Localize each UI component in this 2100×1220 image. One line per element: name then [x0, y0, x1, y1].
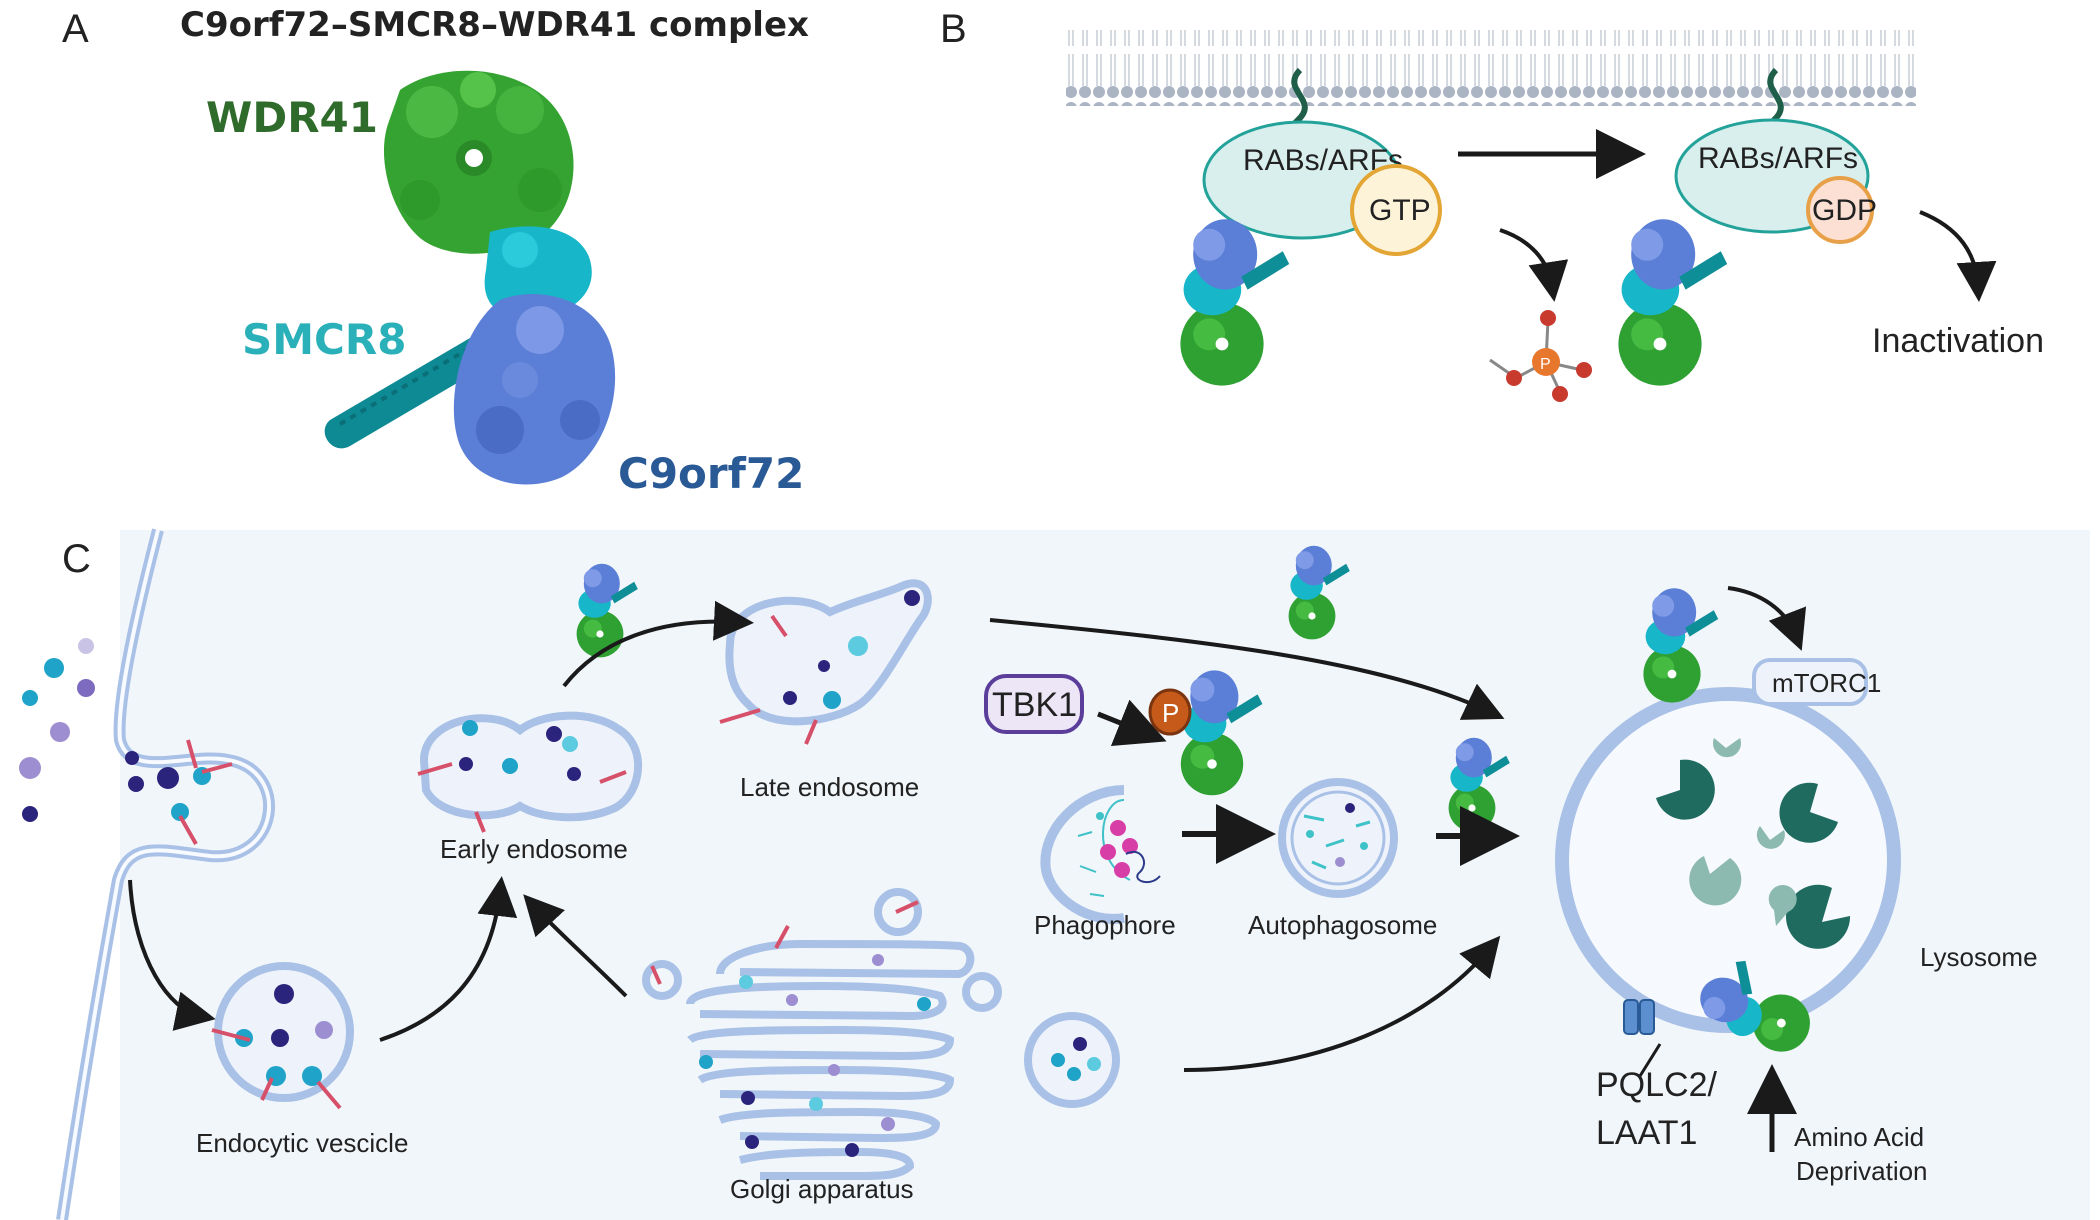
early-endosome-label: Early endosome: [440, 834, 628, 864]
panel-b: B RABs/ARFs GTP P: [940, 7, 2044, 402]
arrow-vesicle-to-lysosome: [1183, 935, 1501, 1072]
inactivation-label: Inactivation: [1872, 322, 2044, 360]
early-endosome: [417, 711, 642, 833]
budding-vesicle-cargo: [157, 739, 233, 845]
complex-bound-left: [1180, 219, 1290, 386]
arrow-to-late-endosome: [562, 600, 754, 688]
wdr41-structure: [383, 70, 574, 254]
extracellular-cargo: [19, 638, 144, 822]
pqlc2-label-line2: LAAT1: [1596, 1114, 1697, 1152]
endocytic-vesicle: [211, 962, 354, 1110]
arrow-to-early-endosome: [379, 876, 518, 1042]
arrow-tbk1-phosphorylation: [1097, 699, 1167, 747]
phospho-label: P: [1162, 698, 1179, 728]
phosphate-release-arrow: [1499, 228, 1569, 302]
panel-c: C: [0, 528, 2090, 1220]
phosphorus-atom: P: [1540, 356, 1551, 373]
amino-acid-label-line1: Amino Acid: [1794, 1122, 1924, 1152]
autophagosome-label: Autophagosome: [1248, 910, 1437, 940]
gtp-state: RABs/ARFs GTP: [1180, 67, 1442, 386]
phosphate-molecule: P: [1489, 310, 1592, 402]
pqlc2-label-line1: PQLC2/: [1596, 1066, 1717, 1104]
panel-a: A C9orf72–SMCR8–WDR41 complex: [62, 5, 809, 498]
inactivation-arrow: [1919, 210, 1997, 302]
complex-structure-3d: [324, 70, 616, 485]
panel-b-letter: B: [940, 7, 967, 51]
golgi-apparatus: [642, 888, 1002, 1180]
lysosome-label: Lysosome: [1920, 942, 2038, 972]
gdp-label: GDP: [1812, 194, 1877, 227]
late-endosome-label: Late endosome: [740, 772, 919, 802]
tbk1-label: TBK1: [992, 686, 1077, 724]
lysosomal-hydrolases: [1656, 738, 1851, 949]
amino-acid-label-line2: Deprivation: [1796, 1156, 1928, 1186]
mtorc1-box: [1752, 658, 1868, 706]
arrow-to-mtorc1: [1727, 586, 1807, 651]
c9orf72-structure: [453, 294, 616, 485]
pqlc2-transporter: [1623, 999, 1639, 1035]
late-endosome: [719, 579, 932, 745]
panel-a-letter: A: [62, 7, 89, 51]
autophagosome: [1278, 778, 1398, 898]
gtp-circle: [1350, 164, 1442, 256]
extracellular-space: [0, 530, 120, 1220]
rabs-arfs-right-label: RABs/ARFs: [1698, 142, 1858, 175]
smcr8-structure: [324, 226, 592, 449]
pqlc2-pointer: [1638, 1043, 1662, 1077]
smcr8-label: SMCR8: [242, 315, 406, 364]
phagophore-label: Phagophore: [1034, 910, 1176, 940]
phospho-badge: [1148, 688, 1192, 736]
phagophore: [1040, 785, 1161, 924]
lipid-bilayer: [1066, 30, 1916, 106]
gtp-label: GTP: [1369, 194, 1431, 227]
golgi-cargo: [650, 900, 931, 1157]
c9orf72-label: C9orf72: [618, 449, 804, 498]
panel-c-letter: C: [62, 537, 91, 581]
gdp-state: RABs/ARFs GDP: [1618, 67, 1877, 386]
arrow-late-endosome-to-lysosome: [989, 618, 1505, 720]
gdp-circle: [1806, 176, 1874, 244]
complex-bound-right: [1618, 219, 1728, 386]
wdr41-label: WDR41: [206, 93, 378, 142]
secretory-vesicle: [1024, 1012, 1120, 1108]
arrow-to-endocytic-vesicle: [128, 879, 216, 1031]
endocytic-vesicle-label: Endocytic vescicle: [196, 1128, 408, 1158]
mtorc1-label: mTORC1: [1772, 668, 1881, 698]
tbk1-box: [984, 674, 1084, 734]
arrow-golgi-to-early-endosome: [523, 894, 628, 998]
panel-a-title: C9orf72–SMCR8–WDR41 complex: [180, 5, 809, 45]
golgi-label: Golgi apparatus: [730, 1174, 914, 1204]
